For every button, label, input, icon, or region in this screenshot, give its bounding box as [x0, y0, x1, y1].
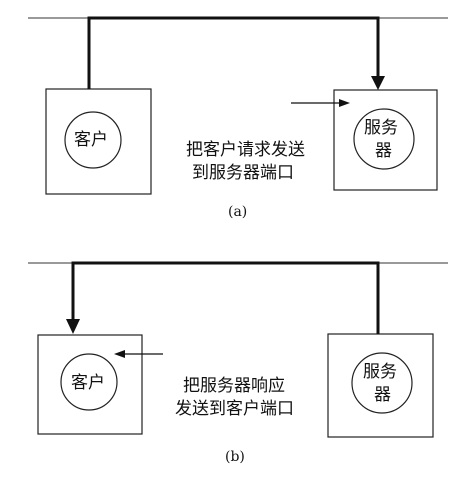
- request-arrowhead-a: [371, 76, 385, 90]
- client-label-b: 客户: [71, 373, 105, 393]
- port-pointer-arrowhead-a: [339, 99, 350, 107]
- request-path-a: [87, 16, 380, 89]
- client-box-a: [45, 88, 152, 195]
- server-box-b: [327, 333, 434, 438]
- server-label-a-line1: 服务: [364, 118, 398, 138]
- response-path-b: [71, 261, 380, 334]
- caption-b: (b): [225, 449, 245, 465]
- diagram-b: [28, 261, 448, 438]
- server-box-a: [333, 89, 438, 191]
- client-label-a: 客户: [74, 130, 108, 150]
- server-circle-a: [353, 108, 415, 170]
- client-box-b: [37, 334, 143, 435]
- message-a-line2: 到服务器端口: [192, 163, 294, 183]
- diagram-a: [28, 16, 448, 195]
- client-circle-a: [64, 111, 122, 169]
- message-b-line2: 发送到客户端口: [175, 399, 294, 419]
- server-label-b-line2: 器: [374, 385, 391, 405]
- port-pointer-arrowhead-b: [114, 350, 125, 358]
- caption-a: (a): [228, 204, 248, 220]
- response-arrowhead-b: [66, 319, 80, 334]
- server-circle-b: [351, 352, 413, 414]
- server-label-b-line1: 服务: [363, 362, 397, 382]
- message-a-line1: 把客户请求发送: [186, 140, 305, 160]
- server-label-a-line2: 器: [375, 141, 392, 161]
- message-b-line1: 把服务器响应: [183, 376, 285, 396]
- client-circle-b: [60, 353, 118, 411]
